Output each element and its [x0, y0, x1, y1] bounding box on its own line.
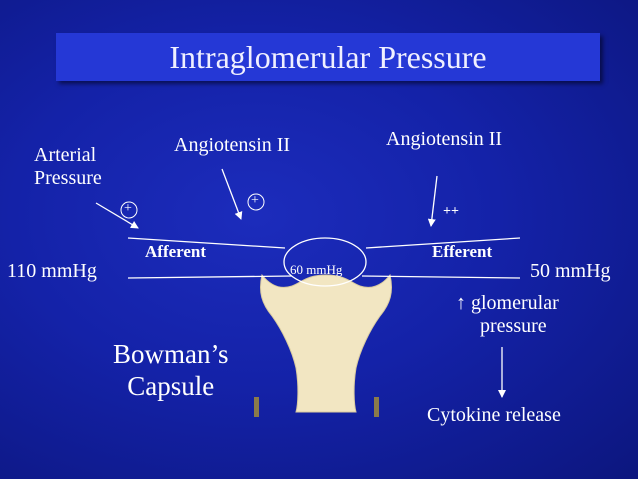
afferent-line-top — [127, 237, 286, 249]
title-bar: Intraglomerular Pressure — [56, 33, 600, 81]
afferent-line-bottom — [127, 275, 293, 279]
sign-circle-angiotensin-afferent — [247, 193, 265, 211]
plus-sign-angiotensin-afferent: + — [251, 193, 259, 208]
arterial-pressure-line1: Arterial — [34, 144, 97, 166]
capsule-post-left — [254, 397, 259, 417]
outlet-pressure-label: 50 mmHg — [530, 260, 611, 282]
double-plus-sign-angiotensin-efferent: ++ — [443, 204, 459, 219]
plus-sign-arterial: + — [124, 201, 132, 216]
angiotensin-afferent-label: Angiotensin II — [174, 134, 291, 156]
capsule-post-right — [374, 397, 379, 417]
afferent-label: Afferent — [145, 242, 207, 261]
angiotensin-efferent-label: Angiotensin II — [386, 128, 503, 150]
angiotensin-efferent-arrow-icon — [427, 175, 438, 227]
sign-circle-arterial — [120, 201, 138, 219]
inlet-pressure-label: 110 mmHg — [7, 260, 97, 282]
glomerular-effect-label: ↑ glomerular pressure — [456, 292, 559, 338]
arterial-pressure-label: Arterial Pressure — [34, 144, 102, 190]
glomerular-effect-line1: ↑ glomerular — [456, 292, 559, 314]
glomerulus-circle — [283, 237, 367, 287]
bowmans-capsule-label: Bowman’s Capsule — [113, 338, 229, 402]
angiotensin-afferent-arrow-icon — [221, 168, 243, 220]
arterial-pressure-line2: Pressure — [34, 167, 102, 189]
slide-title: Intraglomerular Pressure — [169, 39, 487, 75]
cytokine-release-label: Cytokine release — [427, 404, 561, 426]
efferent-line-top — [365, 237, 521, 249]
bowmans-capsule-line2: Capsule — [127, 371, 215, 401]
bowmans-capsule-shape — [259, 273, 393, 413]
bowmans-capsule-line1: Bowman’s — [113, 339, 229, 369]
arterial-arrow-icon — [95, 202, 139, 229]
glomerular-pressure-label: 60 mmHg — [290, 262, 343, 277]
efferent-line-bottom — [361, 275, 521, 279]
efferent-label: Efferent — [432, 242, 493, 261]
glomerular-effect-line2: pressure — [480, 315, 547, 337]
